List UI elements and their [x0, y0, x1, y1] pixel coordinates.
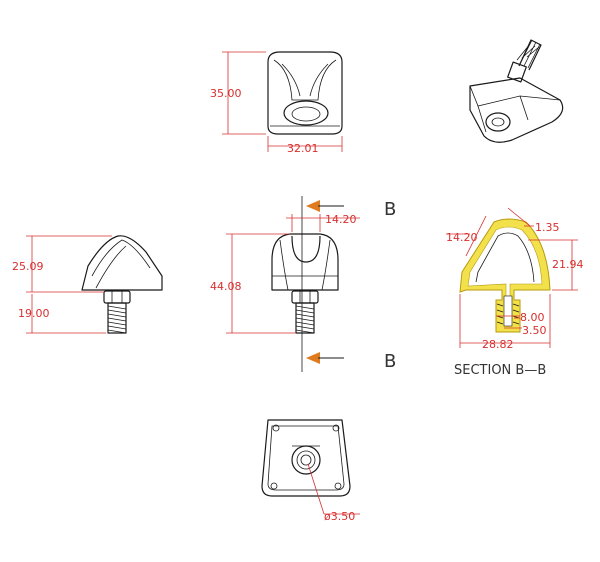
section-arrows: B B [306, 199, 396, 372]
mid-width-label: 14.20 [325, 213, 357, 226]
section-title: SECTION B—B [454, 363, 546, 378]
section-angle-label: 14.20 [446, 231, 478, 244]
bottom-diameter-label: ø3.50 [324, 510, 355, 523]
mid-dimensions: 14.20 44.08 [210, 213, 360, 334]
section-height-label: 21.94 [552, 258, 584, 271]
iso-thread [516, 39, 542, 71]
section-dimensions: 14.20 1.35 21.94 8.00 3.50 28.82 SECTION… [446, 207, 584, 378]
front-view [267, 51, 343, 135]
bottom-view: ø3.50 [261, 419, 360, 523]
section-width-label: 28.82 [482, 338, 514, 351]
side-view [81, 235, 163, 334]
section-hole-label: 3.50 [522, 324, 547, 337]
section-mark-bottom: B [384, 351, 396, 372]
mid-height-label: 44.08 [210, 280, 242, 293]
section-thickness-label: 1.35 [535, 221, 560, 234]
side-thread-label: 19.00 [18, 307, 50, 320]
front-width-label: 32.01 [287, 142, 319, 155]
side-dimensions: 25.09 19.00 [12, 235, 112, 334]
side-thread [107, 302, 127, 334]
front-dimensions: 35.00 32.01 [210, 51, 343, 155]
section-bore-label: 8.00 [520, 311, 545, 324]
side-height-label: 25.09 [12, 260, 44, 273]
mid-view [271, 196, 339, 372]
mid-thread [295, 302, 315, 334]
section-mark-top: B [384, 199, 396, 220]
section-view [459, 218, 551, 333]
isometric-view [469, 39, 564, 143]
front-height-label: 35.00 [210, 87, 242, 100]
